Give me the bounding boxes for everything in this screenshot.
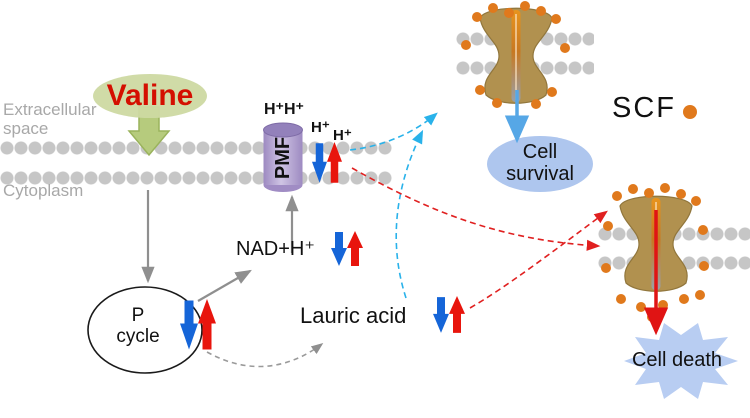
pmf-cylinder	[263, 122, 303, 192]
cell-death-label: Cell death	[631, 349, 723, 371]
scf-channel-top	[479, 7, 553, 104]
p-cycle-ellipse	[87, 286, 203, 374]
protons-above-pmf-label: H⁺H⁺	[264, 101, 304, 118]
lauric-to-death-dashed-arrow	[469, 210, 608, 309]
cell-survival-label: Cell survival	[488, 141, 592, 185]
scf-dots-top-channel	[461, 1, 570, 109]
pmf-label: PMF	[272, 136, 294, 180]
proton-label-1: H⁺	[311, 119, 330, 136]
p-cycle-line1: P	[131, 305, 145, 326]
pcycle-to-nad-arrow	[197, 269, 252, 302]
scf-legend-dot	[683, 105, 697, 119]
nad-label: NAD+H⁺	[236, 238, 315, 260]
proton-label-2: H⁺	[333, 127, 352, 144]
lauric-change-arrows	[433, 296, 465, 333]
cell-survival-line1: Cell	[522, 141, 558, 163]
cell-death-starburst	[624, 323, 738, 399]
valine-bubble	[93, 74, 207, 118]
scf-legend-label: SCF	[612, 92, 676, 124]
nad-change-arrows	[331, 231, 363, 266]
cell-survival-bubble	[487, 136, 593, 192]
cell-survival-line2: survival	[506, 163, 574, 185]
pcycle-change-arrows	[180, 299, 216, 350]
lauric-to-survival-dashed-arrow	[395, 129, 424, 299]
pcycle-to-lauric-dashed-arrow	[206, 343, 324, 368]
extracellular-line2: space	[3, 119, 49, 138]
lauric-acid-label: Lauric acid	[300, 303, 407, 328]
valine-label: Valine	[106, 79, 194, 112]
pmf-change-arrows	[312, 142, 342, 183]
p-cycle-line2: cycle	[116, 326, 160, 347]
pmf-to-survival-dashed-arrow	[349, 112, 438, 151]
pmf-to-death-dashed-arrow	[351, 167, 601, 251]
cytoplasm-label: Cytoplasm	[3, 181, 84, 200]
extracellular-line1: Extracellular	[3, 100, 97, 119]
p-cycle-label: P cycle	[88, 305, 188, 347]
extracellular-space-label: Extracellular space	[3, 100, 97, 138]
